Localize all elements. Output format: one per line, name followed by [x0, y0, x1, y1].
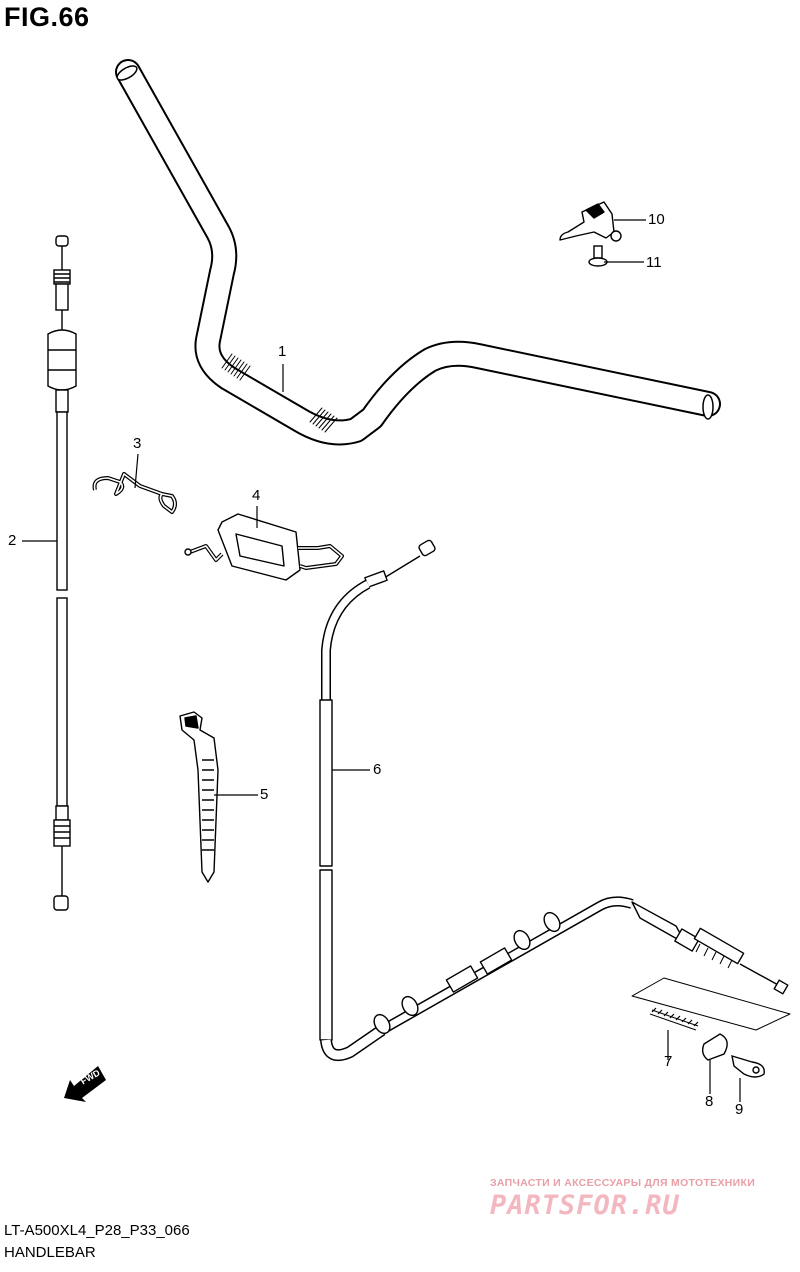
callout-6: 6 — [373, 761, 382, 778]
cable-tie-part-5[interactable] — [179, 711, 219, 883]
callout-11: 11 — [646, 254, 662, 271]
figure-title: FIG.66 — [4, 2, 90, 32]
guide-bracket-part-4[interactable] — [184, 513, 344, 581]
callout-3: 3 — [133, 435, 142, 452]
callout-5: 5 — [260, 786, 269, 803]
watermark-caption: ЗАПЧАСТИ И АКСЕССУАРЫ ДЛЯ МОТОТЕХНИКИ — [490, 1177, 756, 1189]
leader-lines — [22, 219, 741, 1102]
footer-model-code: LT-A500XL4_P28_P33_066 — [4, 1222, 190, 1239]
handlebar-part[interactable] — [115, 59, 721, 446]
footer-section-name: HANDLEBAR — [4, 1244, 96, 1261]
sleeve-part-8[interactable] — [701, 1033, 728, 1061]
cable-part-6[interactable] — [319, 539, 791, 1061]
callout-2: 2 — [8, 532, 17, 549]
wire-clip-part-3[interactable] — [92, 472, 177, 514]
callout-10: 10 — [648, 211, 665, 228]
watermark-logo: PARTSFOR.RU — [490, 1190, 680, 1221]
end-fitting-part-9[interactable] — [731, 1054, 765, 1078]
fwd-arrow-icon — [64, 1066, 106, 1102]
callout-1: 1 — [278, 343, 287, 360]
cable-part-2[interactable] — [47, 235, 77, 911]
callout-7: 7 — [664, 1053, 673, 1070]
screw-part-11[interactable] — [588, 245, 608, 267]
callout-4: 4 — [252, 487, 261, 504]
callout-8: 8 — [705, 1093, 714, 1110]
spring-part-7[interactable] — [649, 1007, 699, 1031]
bracket-part-10[interactable] — [559, 201, 622, 242]
callout-9: 9 — [735, 1101, 744, 1118]
